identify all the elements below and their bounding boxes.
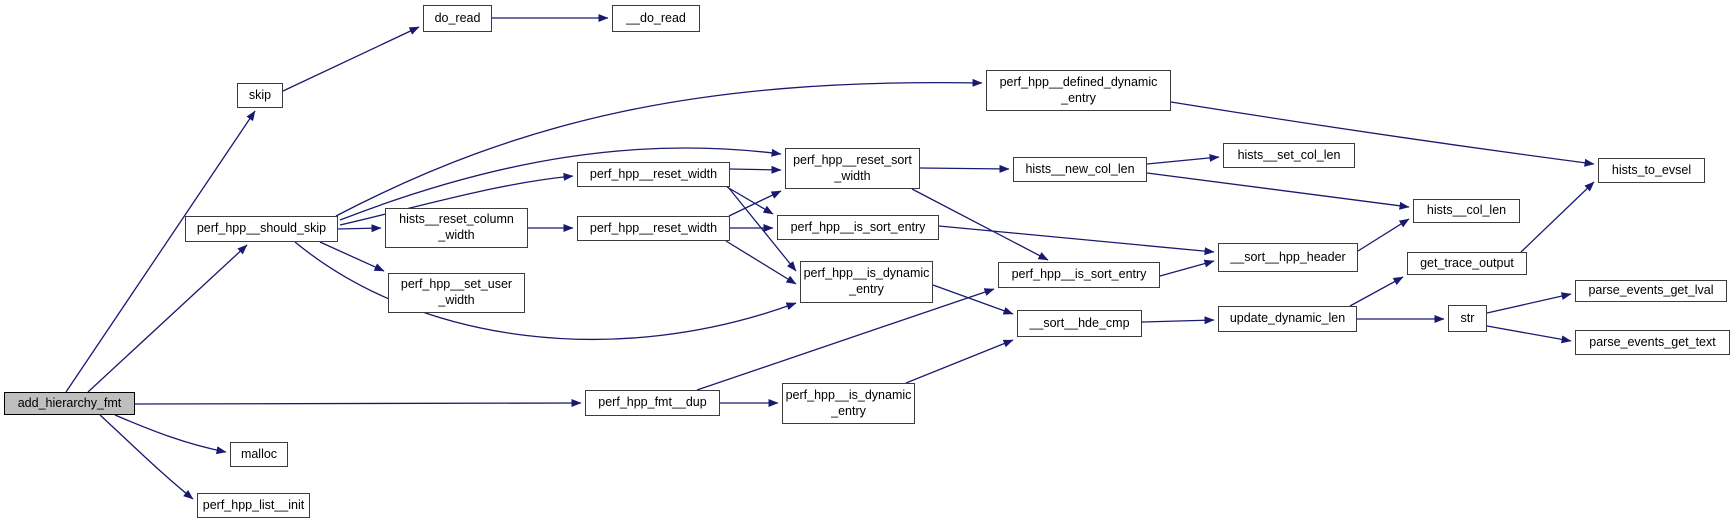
node-str[interactable]: str <box>1448 305 1487 332</box>
edge-get_trace_output-to-hists_to_evsel <box>1520 181 1595 253</box>
node-parse_events_get_lval[interactable]: parse_events_get_lval <box>1575 280 1727 302</box>
node-label: skip <box>248 87 272 102</box>
node-label: parse_events_get_lval <box>1588 283 1714 298</box>
node-label: do_read <box>434 10 481 25</box>
edge-is_dynamic_mid-to-hde_cmp <box>932 284 1014 315</box>
node-label: hists__reset_column <box>399 212 514 227</box>
edge-should_skip-to-defined_dynamic <box>335 78 983 217</box>
edge-str-to-parse_events_get_lval <box>1486 292 1572 314</box>
node-do_read2[interactable]: __do_read <box>612 5 700 32</box>
node-label: add_hierarchy_fmt <box>17 395 122 410</box>
node-is_dynamic_mid[interactable]: perf_hpp__is_dynamic_entry <box>800 261 933 303</box>
edge-reset_width_top-to-is_dynamic_mid <box>727 186 797 272</box>
edge-reset_sort_width-to-is_sort_entry_2 <box>911 188 1049 261</box>
edge-is_sort_entry_2-to-hpp_header <box>1159 259 1215 277</box>
edge-new_col_len-to-set_col_len <box>1146 153 1220 165</box>
node-label: str <box>1460 310 1475 325</box>
node-label: perf_hpp__is_sort_entry <box>790 219 926 234</box>
node-label: perf_hpp__defined_dynamic <box>999 74 1158 89</box>
edge-reset_width_bot-to-reset_sort_width <box>728 190 782 217</box>
edge-add_hierarchy_fmt-to-should_skip <box>87 244 248 393</box>
node-label: perf_hpp_fmt__dup <box>598 395 707 410</box>
node-defined_dynamic[interactable]: perf_hpp__defined_dynamic_entry <box>986 70 1171 111</box>
node-label: perf_hpp__reset_width <box>589 220 718 235</box>
edge-should_skip-to-reset_column_width <box>337 224 382 233</box>
node-reset_sort_width[interactable]: perf_hpp__reset_sort_width <box>785 148 920 189</box>
edge-defined_dynamic-to-hists_to_evsel <box>1170 101 1595 167</box>
edge-new_col_len-to-col_len <box>1146 172 1410 210</box>
node-label: _entry <box>1061 90 1096 105</box>
node-label: _width <box>438 228 475 242</box>
edge-add_hierarchy_fmt-to-malloc <box>114 414 227 455</box>
node-col_len[interactable]: hists__col_len <box>1413 199 1520 223</box>
node-get_trace_output[interactable]: get_trace_output <box>1407 252 1527 275</box>
node-update_dynamic_len[interactable]: update_dynamic_len <box>1218 306 1357 332</box>
node-hpp_header[interactable]: __sort__hpp_header <box>1218 243 1358 272</box>
node-new_col_len[interactable]: hists__new_col_len <box>1013 157 1147 182</box>
edge-hde_cmp-to-update_dynamic_len <box>1141 316 1215 325</box>
node-hists_to_evsel[interactable]: hists_to_evsel <box>1598 158 1705 183</box>
edge-str-to-parse_events_get_text <box>1486 325 1572 344</box>
node-reset_width_bot[interactable]: perf_hpp__reset_width <box>577 216 730 241</box>
node-label: perf_hpp_list__init <box>202 497 305 512</box>
edge-reset_sort_width-to-new_col_len <box>919 164 1010 173</box>
edges-group <box>65 14 1595 500</box>
node-label: malloc <box>240 446 278 461</box>
node-label: parse_events_get_text <box>1589 334 1716 349</box>
node-label: hists__col_len <box>1426 203 1507 218</box>
edge-should_skip-to-set_user_width <box>319 241 385 272</box>
node-label: update_dynamic_len <box>1229 311 1346 326</box>
edge-fmt_dup-to-is_sort_entry_2 <box>696 288 995 391</box>
node-label: perf_hpp__set_user <box>400 277 513 292</box>
edge-reset_width_bot-to-is_dynamic_mid <box>725 240 797 285</box>
edge-skip-to-do_read <box>282 26 420 92</box>
edge-add_hierarchy_fmt-to-perf_hpp_list__init <box>99 414 194 500</box>
node-parse_events_get_text[interactable]: parse_events_get_text <box>1575 330 1730 355</box>
edge-add_hierarchy_fmt-to-fmt_dup <box>134 399 582 408</box>
edge-add_hierarchy_fmt-to-skip <box>65 110 256 393</box>
node-should_skip[interactable]: perf_hpp__should_skip <box>185 216 338 242</box>
node-add_hierarchy_fmt[interactable]: add_hierarchy_fmt <box>4 392 135 415</box>
edge-reset_width_top-to-reset_sort_width <box>729 165 782 174</box>
node-reset_width_top[interactable]: perf_hpp__reset_width <box>577 162 730 187</box>
node-label: _width <box>438 293 475 307</box>
node-perf_hpp_list__init[interactable]: perf_hpp_list__init <box>197 493 310 518</box>
node-label: __sort__hpp_header <box>1230 249 1346 264</box>
node-label: __sort__hde_cmp <box>1029 315 1130 330</box>
node-set_col_len[interactable]: hists__set_col_len <box>1223 143 1355 168</box>
node-label: get_trace_output <box>1420 255 1514 270</box>
node-set_user_width[interactable]: perf_hpp__set_user_width <box>388 273 525 313</box>
node-label: _width <box>834 168 871 183</box>
node-reset_column_width[interactable]: hists__reset_column_width <box>385 208 528 248</box>
edge-is_sort_entry_1-to-hpp_header <box>938 225 1215 256</box>
node-label: perf_hpp__is_dynamic <box>785 387 912 402</box>
node-fmt_dup[interactable]: perf_hpp_fmt__dup <box>585 390 720 416</box>
edge-should_skip-to-is_dynamic_mid <box>294 241 797 341</box>
node-skip[interactable]: skip <box>237 83 283 108</box>
node-label: hists__set_col_len <box>1237 147 1341 162</box>
node-do_read[interactable]: do_read <box>423 5 492 32</box>
node-label: perf_hpp__reset_sort <box>793 152 912 167</box>
edge-hpp_header-to-col_len <box>1357 218 1410 252</box>
node-label: __do_read <box>626 10 686 25</box>
edge-update_dynamic_len-to-get_trace_output <box>1349 276 1404 307</box>
node-label: perf_hpp__reset_width <box>589 166 718 181</box>
node-label: _entry <box>849 282 884 296</box>
edge-should_skip-to-reset_sort_width <box>339 147 782 221</box>
node-label: perf_hpp__is_dynamic <box>803 266 930 281</box>
node-is_sort_entry_2[interactable]: perf_hpp__is_sort_entry <box>998 262 1160 288</box>
edge-reset_width_top-to-is_sort_entry_1 <box>726 186 774 215</box>
node-label: hists__new_col_len <box>1025 161 1135 176</box>
node-label: _entry <box>831 403 866 418</box>
node-label: perf_hpp__is_sort_entry <box>1011 267 1147 282</box>
edge-should_skip-to-reset_width_top <box>339 172 574 226</box>
node-hde_cmp[interactable]: __sort__hde_cmp <box>1017 310 1142 337</box>
node-label: perf_hpp__should_skip <box>196 221 327 236</box>
edge-is_dynamic_bot-to-hde_cmp <box>905 339 1014 384</box>
node-label: hists_to_evsel <box>1611 162 1692 177</box>
node-malloc[interactable]: malloc <box>230 442 288 467</box>
node-is_sort_entry_1[interactable]: perf_hpp__is_sort_entry <box>777 215 939 240</box>
node-is_dynamic_bot[interactable]: perf_hpp__is_dynamic_entry <box>782 383 915 424</box>
